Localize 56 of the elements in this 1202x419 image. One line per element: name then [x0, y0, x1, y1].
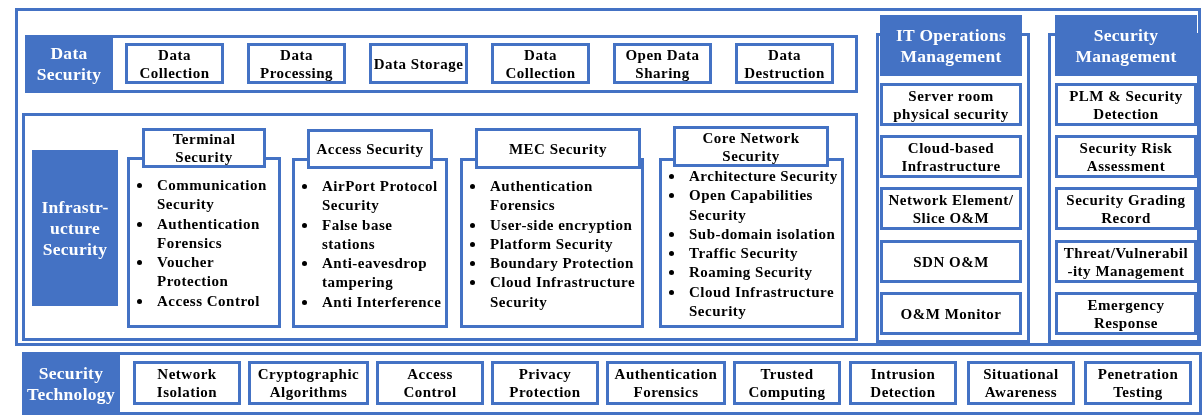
bullet-text: Cloud Infrastructure Security: [490, 274, 636, 310]
component-box: Access Control: [376, 361, 484, 405]
bullet-text: Authentication Forensics: [157, 215, 260, 251]
bullet-text: Access Control: [157, 292, 260, 309]
component-box: Threat/Vulnerabil -ity Management: [1055, 240, 1197, 283]
component-box: Emergency Response: [1055, 292, 1197, 335]
component-box: Data Processing: [247, 43, 346, 84]
bullet-text: User-side encryption: [490, 216, 633, 233]
column-header: Security Management: [1055, 15, 1197, 76]
component-box: Open Data Sharing: [613, 43, 712, 84]
component-box: Privacy Protection: [491, 361, 599, 405]
component-box: Data Collection: [491, 43, 590, 84]
bullet-text: Voucher Protection: [157, 254, 229, 290]
layer-band: [22, 352, 1202, 415]
bullet-text: Architecture Security: [689, 168, 838, 184]
component-box: Authentication Forensics: [606, 361, 726, 405]
component-box: SDN O&M: [880, 240, 1022, 283]
component-box: Situational Awareness: [967, 361, 1075, 405]
component-box: Cryptographic Algorithms: [248, 361, 369, 405]
bullet-text: AirPort Protocol Security: [322, 178, 438, 214]
component-box: Data Collection: [125, 43, 224, 84]
bullet-text: Traffic Security: [689, 245, 798, 262]
component-box: Intrusion Detection: [849, 361, 957, 405]
bullet-text: Authentication Forensics: [490, 178, 593, 214]
bullet-text: Open Capabilities Security: [689, 187, 813, 223]
component-box: Data Destruction: [735, 43, 834, 84]
sub-header: Terminal Security: [142, 128, 266, 168]
component-box: Server room physical security: [880, 83, 1022, 126]
component-box: PLM & Security Detection: [1055, 83, 1197, 126]
bullet-text: Anti-eavesdrop tampering: [322, 255, 428, 291]
layer-header: Data Security: [25, 35, 113, 93]
bullet-text: Cloud Infrastructure Security: [689, 283, 835, 320]
bullet-text: Communication Security: [157, 177, 267, 213]
bullet-text: Roaming Security: [689, 264, 813, 281]
bullet-text: Anti Interference: [322, 293, 442, 310]
component-box: O&M Monitor: [880, 292, 1022, 335]
sub-header: Access Security: [307, 129, 433, 169]
layer-header: Security Technology: [22, 352, 120, 415]
column-header: IT Operations Management: [880, 15, 1022, 76]
bullet-text: Sub-domain isolation: [689, 225, 836, 242]
component-box: Data Storage: [369, 43, 468, 84]
layer-panel: [22, 113, 858, 341]
component-box: Cloud-based Infrastructure: [880, 135, 1022, 178]
component-box: Penetration Testing: [1084, 361, 1192, 405]
layer-header: Infrastr- ucture Security: [32, 150, 118, 306]
component-box: Network Element/ Slice O&M: [880, 187, 1022, 230]
bullet-text: Platform Security: [490, 235, 614, 252]
sub-header: Core Network Security: [673, 126, 829, 167]
component-box: Network Isolation: [133, 361, 241, 405]
bullet-text: Boundary Protection: [490, 255, 634, 272]
component-box: Security Risk Assessment: [1055, 135, 1197, 178]
bullet-text: False base stations: [322, 216, 393, 252]
component-box: Trusted Computing: [733, 361, 841, 405]
sub-header: MEC Security: [475, 128, 641, 169]
layer-band: [25, 35, 858, 93]
component-box: Security Grading Record: [1055, 187, 1197, 230]
